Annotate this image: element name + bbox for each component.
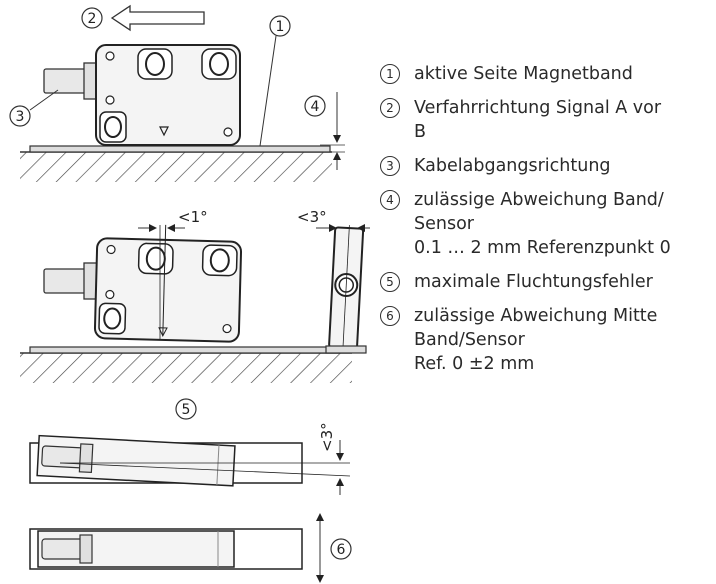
legend-item-5: 5 maximale Fluchtungsfehler bbox=[380, 270, 714, 294]
callout-4: 4 bbox=[311, 99, 320, 115]
angle-label-top: <1° bbox=[178, 208, 208, 226]
legend-num-5: 5 bbox=[380, 272, 400, 292]
legend-item-1: 1 aktive Seite Magnetband bbox=[380, 62, 714, 86]
legend-num-1: 1 bbox=[380, 64, 400, 84]
legend-item-2: 2 Verfahrrichtung Signal A vor B bbox=[380, 96, 714, 144]
legend-num-4: 4 bbox=[380, 190, 400, 210]
legend-num-2: 2 bbox=[380, 98, 400, 118]
view-center-offset: 6 bbox=[29, 513, 352, 583]
view-side-mounting: 2 1 3 4 bbox=[0, 4, 370, 202]
legend-num-3: 3 bbox=[380, 156, 400, 176]
tilted-sensor-body bbox=[93, 224, 243, 343]
legend-item-6: 6 zulässige Abweichung Mitte Band/Sensor… bbox=[380, 304, 714, 376]
callout-6: 6 bbox=[337, 542, 346, 558]
legend-num-6: 6 bbox=[380, 306, 400, 326]
direction-arrow-icon bbox=[110, 4, 205, 32]
legend-item-4: 4 zulässige Abweichung Band/ Sensor 0.1 … bbox=[380, 188, 714, 260]
view-angular-tolerance: <1° <3° bbox=[0, 208, 370, 403]
legend-4-reference: 0.1 … 2 mm Referenzpunkt 0 bbox=[414, 238, 671, 258]
callout-1: 1 bbox=[276, 19, 285, 35]
magnetic-band bbox=[29, 145, 331, 153]
legend: 1 aktive Seite Magnetband 2 Verfahrricht… bbox=[380, 62, 714, 386]
cable bbox=[43, 68, 91, 94]
legend-item-3: 3 Kabelabgangsrichtung bbox=[380, 154, 714, 178]
callout-5: 5 bbox=[182, 402, 191, 418]
angle-label-bottom: <3° bbox=[318, 422, 336, 452]
side-view-sensor bbox=[328, 225, 365, 350]
view-top-misalignment: <3° bbox=[29, 422, 351, 495]
callout-3: 3 bbox=[16, 109, 25, 125]
callout-2: 2 bbox=[88, 11, 97, 27]
angle-label-side: <3° bbox=[297, 208, 327, 226]
sensor-alignment-diagram: 2 1 3 4 bbox=[0, 4, 370, 583]
